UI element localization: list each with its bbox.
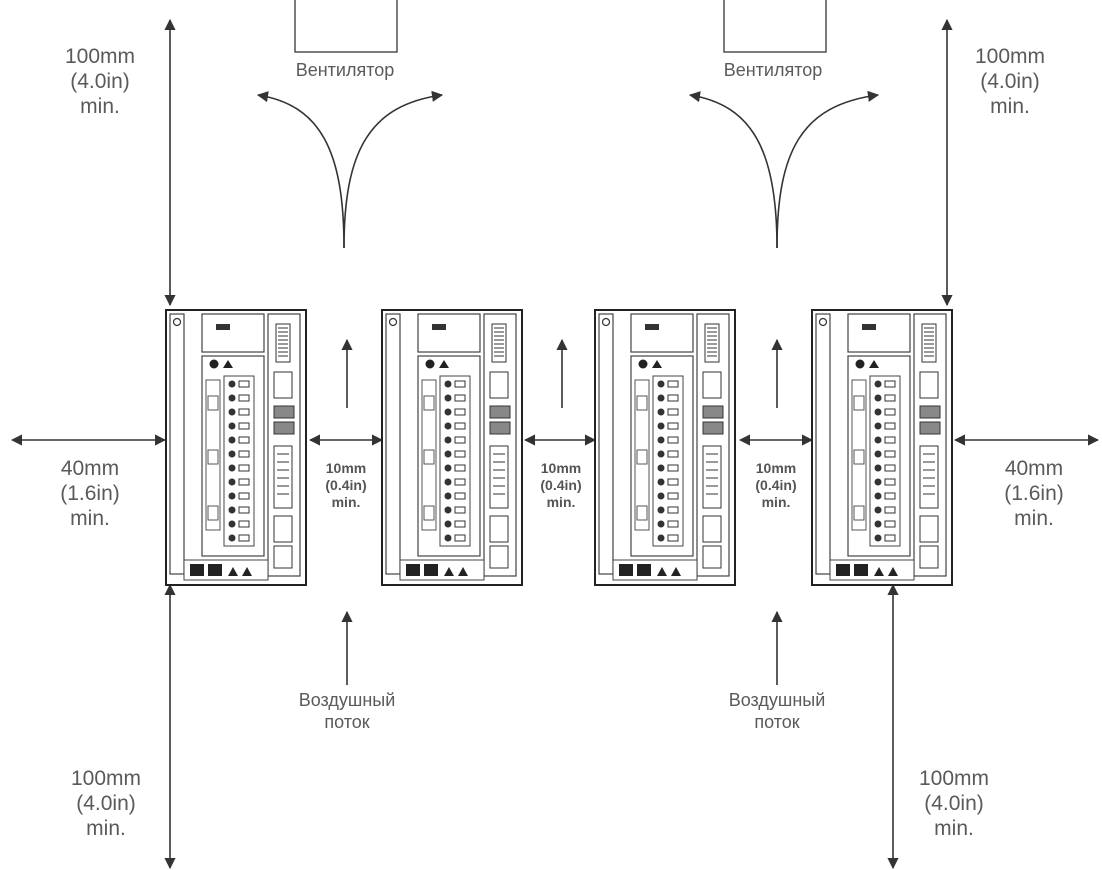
top-left-inches: (4.0in)	[70, 70, 130, 94]
gap3-inches: (0.4in)	[755, 476, 797, 493]
bottom-right-inches: (4.0in)	[924, 792, 984, 816]
fan-box-right	[723, 0, 827, 53]
bottom-right-clearance: 100mm (4.0in) min.	[894, 766, 1014, 842]
gap3-min: min.	[761, 493, 791, 510]
fan-label-right: Вентилятор	[723, 60, 823, 80]
bottom-right-min: min.	[934, 817, 974, 841]
top-right-clearance: 100mm (4.0in) min.	[950, 44, 1070, 120]
airflow-label-left: Воздушный поток	[298, 690, 396, 732]
fan-box-left	[294, 0, 398, 53]
right-side-min: min.	[1014, 507, 1054, 531]
bottom-right-value: 100mm	[918, 767, 990, 790]
servo-drive-1	[165, 309, 307, 586]
top-left-value: 100mm	[64, 45, 136, 68]
left-side-clearance: 40mm (1.6in) min.	[30, 456, 150, 532]
gap3-value: 10mm	[755, 460, 797, 476]
gap1-min: min.	[331, 493, 361, 510]
right-side-value: 40mm	[1004, 457, 1064, 480]
gap2-clearance: 10mm (0.4in) min.	[523, 460, 599, 510]
airflow-label-right: Воздушный поток	[728, 690, 826, 732]
top-right-inches: (4.0in)	[980, 70, 1040, 94]
fan-label-left: Вентилятор	[295, 60, 395, 80]
gap3-clearance: 10mm (0.4in) min.	[738, 460, 814, 510]
top-right-min: min.	[990, 95, 1030, 119]
bottom-left-value: 100mm	[70, 767, 142, 790]
gap1-value: 10mm	[325, 460, 367, 476]
top-left-min: min.	[80, 95, 120, 119]
gap1-clearance: 10mm (0.4in) min.	[308, 460, 384, 510]
servo-drive-4	[811, 309, 953, 586]
fan-right-curve-right	[776, 90, 880, 249]
gap2-min: min.	[546, 493, 576, 510]
fan-left-curve-right	[343, 90, 444, 249]
servo-drive-3	[594, 309, 736, 586]
fan-left-curve-left	[256, 91, 345, 249]
left-side-inches: (1.6in)	[60, 482, 120, 506]
top-left-clearance: 100mm (4.0in) min.	[40, 44, 160, 120]
right-side-inches: (1.6in)	[1004, 482, 1064, 506]
gap2-inches: (0.4in)	[540, 476, 582, 493]
bottom-left-min: min.	[86, 817, 126, 841]
right-side-clearance: 40mm (1.6in) min.	[974, 456, 1094, 532]
gap1-inches: (0.4in)	[325, 476, 367, 493]
bottom-left-inches: (4.0in)	[76, 792, 136, 816]
bottom-left-clearance: 100mm (4.0in) min.	[46, 766, 166, 842]
servo-drive-2	[381, 309, 523, 586]
left-side-value: 40mm	[60, 457, 120, 480]
gap2-value: 10mm	[540, 460, 582, 476]
top-right-value: 100mm	[974, 45, 1046, 68]
left-side-min: min.	[70, 507, 110, 531]
fan-right-curve-left	[688, 91, 778, 249]
